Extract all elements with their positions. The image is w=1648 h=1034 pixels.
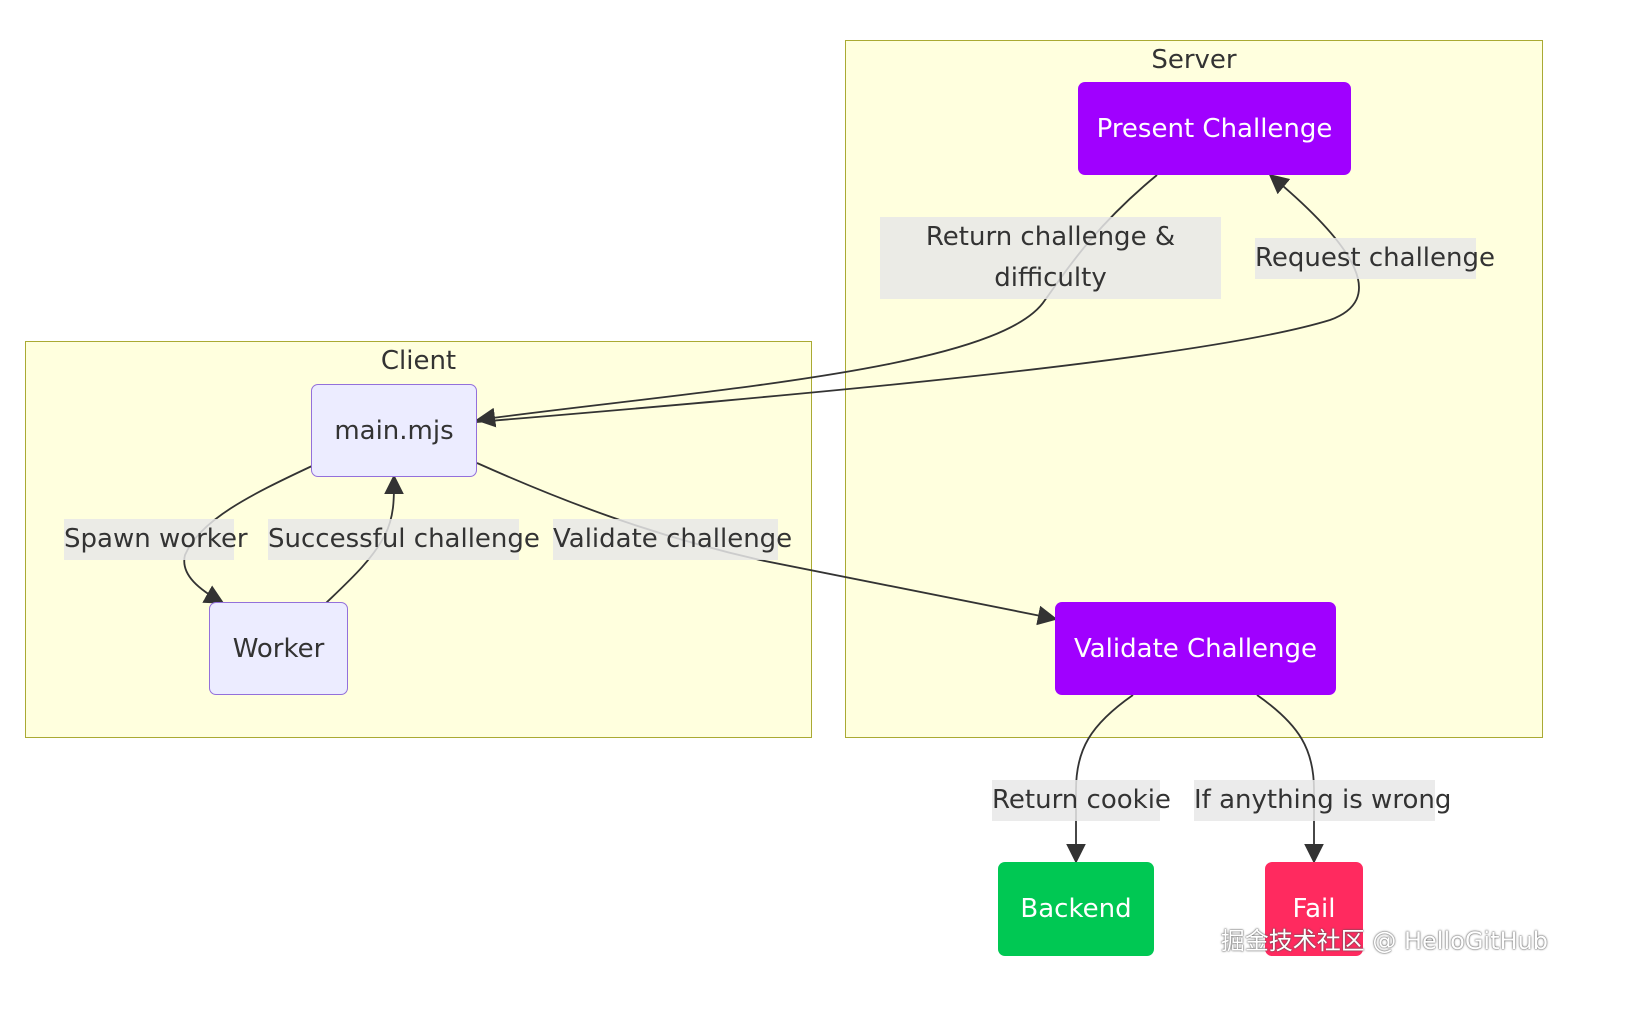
backend-node: Backend <box>998 862 1154 956</box>
return-challenge-label-line1: Return challenge & <box>925 222 1176 252</box>
main-mjs-node: main.mjs <box>311 384 477 477</box>
edge-return-cookie <box>1066 694 1134 864</box>
request-challenge-label: Request challenge <box>1255 238 1495 279</box>
return-cookie-label: Return cookie <box>992 780 1171 821</box>
present-challenge-node: Present Challenge <box>1078 82 1351 175</box>
return-challenge-label-line2: difficulty <box>994 263 1107 293</box>
client-cluster-title: Client <box>380 346 457 376</box>
watermark: 掘金技术社区 @ HelloGitHub <box>1220 927 1548 955</box>
validate-challenge-node: Validate Challenge <box>1055 602 1336 695</box>
if-wrong-label: If anything is wrong <box>1194 780 1451 821</box>
successful-challenge-label: Successful challenge <box>268 519 540 560</box>
worker-node: Worker <box>209 602 348 695</box>
edge-validate-challenge <box>476 462 1058 626</box>
server-cluster-title: Server <box>1151 45 1237 75</box>
edge-if-wrong <box>1256 694 1324 864</box>
return-challenge-label: Return challenge & difficulty <box>880 217 1221 299</box>
fail-node: Fail <box>1265 862 1363 956</box>
validate-challenge-label: Validate challenge <box>553 519 792 560</box>
spawn-worker-label: Spawn worker <box>64 519 248 560</box>
